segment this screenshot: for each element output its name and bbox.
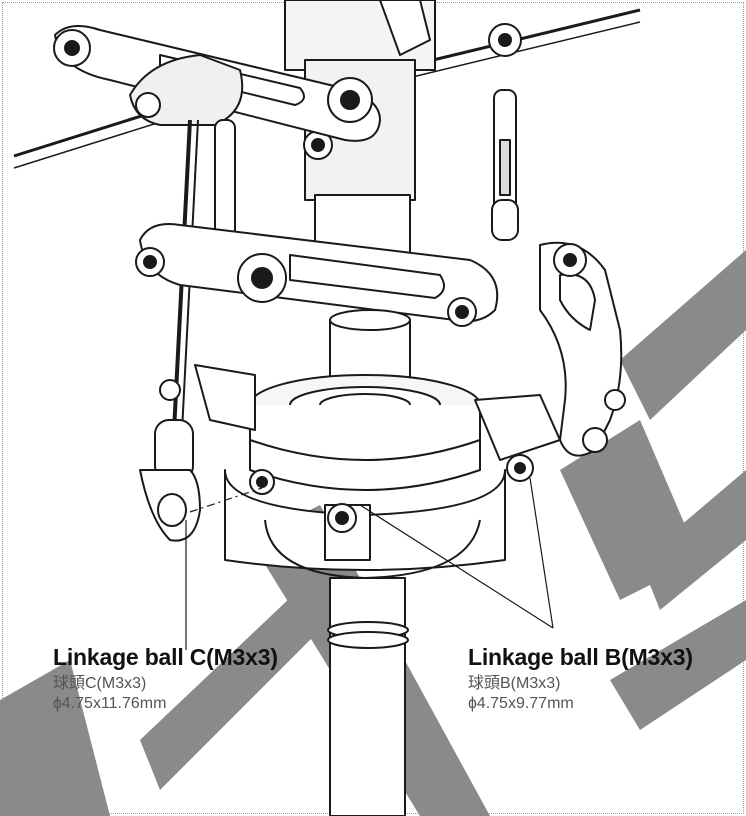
label-linkage-ball-c: Linkage ball C(M3x3) 球頭C(M3x3) ɸ4.75x11.… bbox=[53, 644, 278, 714]
label-ball-c-size: ɸ4.75x11.76mm bbox=[53, 695, 167, 712]
leader-b-left bbox=[359, 504, 554, 629]
label-ball-b-size: ɸ4.75x9.77mm bbox=[468, 695, 574, 712]
watermark-stroke-c-bottom bbox=[640, 470, 746, 610]
swash-arm-left bbox=[194, 364, 256, 431]
pitch-rod-left bbox=[170, 119, 192, 471]
swash-arm-right bbox=[474, 394, 561, 461]
watermark-stroke-l bbox=[0, 660, 110, 816]
label-linkage-ball-b: Linkage ball B(M3x3) 球頭B(M3x3) ɸ4.75x9.7… bbox=[468, 644, 693, 714]
upper-arm-right bbox=[379, 0, 431, 56]
watermark-stroke-c-top bbox=[620, 250, 746, 420]
flybar-rod-right-inner bbox=[399, 21, 641, 81]
leader-lines bbox=[185, 477, 554, 650]
linkage-rod-mid bbox=[214, 119, 236, 241]
leader-b-right bbox=[529, 477, 554, 629]
label-ball-b-title: Linkage ball B(M3x3) bbox=[468, 644, 693, 670]
label-ball-b-chinese: 球頭B(M3x3) bbox=[468, 675, 561, 692]
swashplate-body bbox=[249, 405, 481, 491]
label-ball-c-title: Linkage ball C(M3x3) bbox=[53, 644, 278, 670]
leader-c-dashed bbox=[189, 487, 263, 513]
watermark-stroke-l-base bbox=[140, 560, 350, 790]
watermark-stroke-c-tail bbox=[610, 600, 746, 730]
main-shaft-lower bbox=[329, 577, 406, 816]
label-ball-c-chinese: 球頭C(M3x3) bbox=[53, 675, 147, 692]
